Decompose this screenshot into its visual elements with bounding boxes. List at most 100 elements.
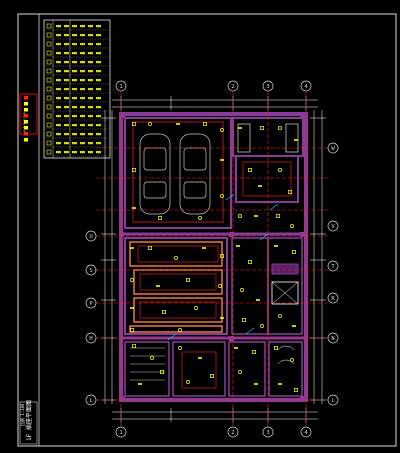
legend-text-mark bbox=[64, 79, 69, 82]
switch-icon bbox=[130, 278, 134, 282]
legend-symbol bbox=[46, 122, 52, 128]
svg-text:2: 2 bbox=[231, 84, 234, 90]
legend-text-mark bbox=[80, 115, 85, 118]
legend-symbol bbox=[46, 77, 52, 83]
legend-text-mark bbox=[80, 25, 85, 28]
legend-symbol bbox=[46, 50, 52, 56]
legend-text-mark bbox=[88, 25, 93, 28]
legend-text-mark bbox=[88, 34, 93, 37]
switch-icon bbox=[218, 284, 222, 288]
legend-text-mark bbox=[96, 115, 101, 118]
grid-bubble-left: S bbox=[85, 264, 97, 276]
legend-text-mark bbox=[64, 124, 69, 127]
legend-symbol bbox=[46, 41, 52, 47]
socket-icon bbox=[248, 168, 252, 172]
switch-icon bbox=[278, 314, 282, 318]
bath-room bbox=[271, 281, 299, 305]
socket-icon bbox=[242, 318, 246, 322]
sheet-frame: 1F 插座平面图 比例 1:100 ▪ ▪ ▪ ▪ ▪ ▪ bbox=[17, 13, 397, 447]
legend-symbol bbox=[46, 113, 52, 119]
legend-text-mark bbox=[88, 70, 93, 73]
leader-line bbox=[269, 203, 279, 211]
legend-text-mark bbox=[64, 34, 69, 37]
legend-text-mark bbox=[96, 43, 101, 46]
legend-text-mark bbox=[56, 43, 61, 46]
svg-text:S: S bbox=[89, 268, 92, 274]
label-mark bbox=[238, 127, 242, 129]
living-hall bbox=[129, 241, 223, 333]
socket-icon bbox=[292, 250, 296, 254]
socket-icon bbox=[210, 374, 214, 378]
svg-text:P: P bbox=[89, 301, 93, 307]
legend-symbol bbox=[46, 23, 52, 29]
label-mark bbox=[256, 299, 260, 301]
legend-text-mark bbox=[56, 106, 61, 109]
dimension-lines bbox=[101, 96, 326, 422]
switch-icon bbox=[178, 346, 182, 350]
legend-text-mark bbox=[96, 79, 101, 82]
label-mark bbox=[198, 357, 202, 359]
label-mark bbox=[130, 247, 134, 249]
legend-text-mark bbox=[96, 106, 101, 109]
legend-text-mark bbox=[56, 61, 61, 64]
grid-bubble-right: T bbox=[327, 260, 339, 272]
legend-text-mark bbox=[56, 34, 61, 37]
legend-text-mark bbox=[80, 151, 85, 154]
legend-text-mark bbox=[96, 34, 101, 37]
building-outline bbox=[119, 112, 308, 402]
legend-text-mark bbox=[88, 133, 93, 136]
svg-text:R: R bbox=[331, 296, 335, 302]
legend-text-mark bbox=[56, 97, 61, 100]
svg-text:3: 3 bbox=[266, 84, 269, 90]
label-mark bbox=[294, 139, 298, 141]
legend-text-mark bbox=[64, 97, 69, 100]
svg-text:L: L bbox=[89, 398, 93, 404]
label-mark bbox=[130, 307, 134, 309]
legend-text-mark bbox=[80, 52, 85, 55]
legend-text-mark bbox=[80, 34, 85, 37]
legend-text-mark bbox=[96, 52, 101, 55]
symbol-swatch bbox=[24, 132, 28, 136]
socket-icon bbox=[132, 344, 136, 348]
legend-text-mark bbox=[64, 25, 69, 28]
symbol-swatch bbox=[24, 126, 28, 130]
legend-symbol bbox=[46, 140, 52, 146]
label-mark bbox=[258, 185, 262, 187]
legend-text-mark bbox=[96, 97, 101, 100]
legend-symbol bbox=[46, 104, 52, 110]
grid-bubble-top: 1 bbox=[115, 80, 127, 92]
switch-icon bbox=[148, 122, 152, 126]
grid-bubble-bottom: 2 bbox=[227, 426, 239, 438]
legend-text-mark bbox=[88, 43, 93, 46]
switch-icon bbox=[150, 356, 154, 360]
legend-text-mark bbox=[96, 124, 101, 127]
legend-text-mark bbox=[72, 106, 77, 109]
grid-bubble-right: W bbox=[327, 142, 339, 154]
legend-text-mark bbox=[56, 133, 61, 136]
legend-text-mark bbox=[80, 88, 85, 91]
legend-symbol bbox=[46, 59, 52, 65]
legend-text-mark bbox=[80, 61, 85, 64]
legend-text-mark bbox=[88, 142, 93, 145]
svg-text:4: 4 bbox=[304, 84, 308, 90]
grid-axis-lines bbox=[96, 92, 330, 426]
legend-text-mark bbox=[56, 142, 61, 145]
leader-line bbox=[167, 333, 177, 341]
socket-icon bbox=[130, 328, 134, 332]
legend-text-mark bbox=[88, 97, 93, 100]
label-mark bbox=[254, 383, 258, 385]
legend-symbol bbox=[46, 32, 52, 38]
drawing-scale: 比例 1:100 bbox=[19, 403, 25, 426]
symbol-swatch bbox=[24, 96, 28, 100]
legend-text-mark bbox=[56, 79, 61, 82]
legend-symbol bbox=[46, 68, 52, 74]
legend-text-mark bbox=[80, 133, 85, 136]
switch-icon bbox=[178, 328, 182, 332]
leader-line bbox=[259, 233, 269, 241]
svg-text:H: H bbox=[89, 336, 92, 342]
legend-text-mark bbox=[96, 25, 101, 28]
symbol-swatch bbox=[24, 114, 28, 118]
svg-text:1: 1 bbox=[119, 430, 122, 436]
